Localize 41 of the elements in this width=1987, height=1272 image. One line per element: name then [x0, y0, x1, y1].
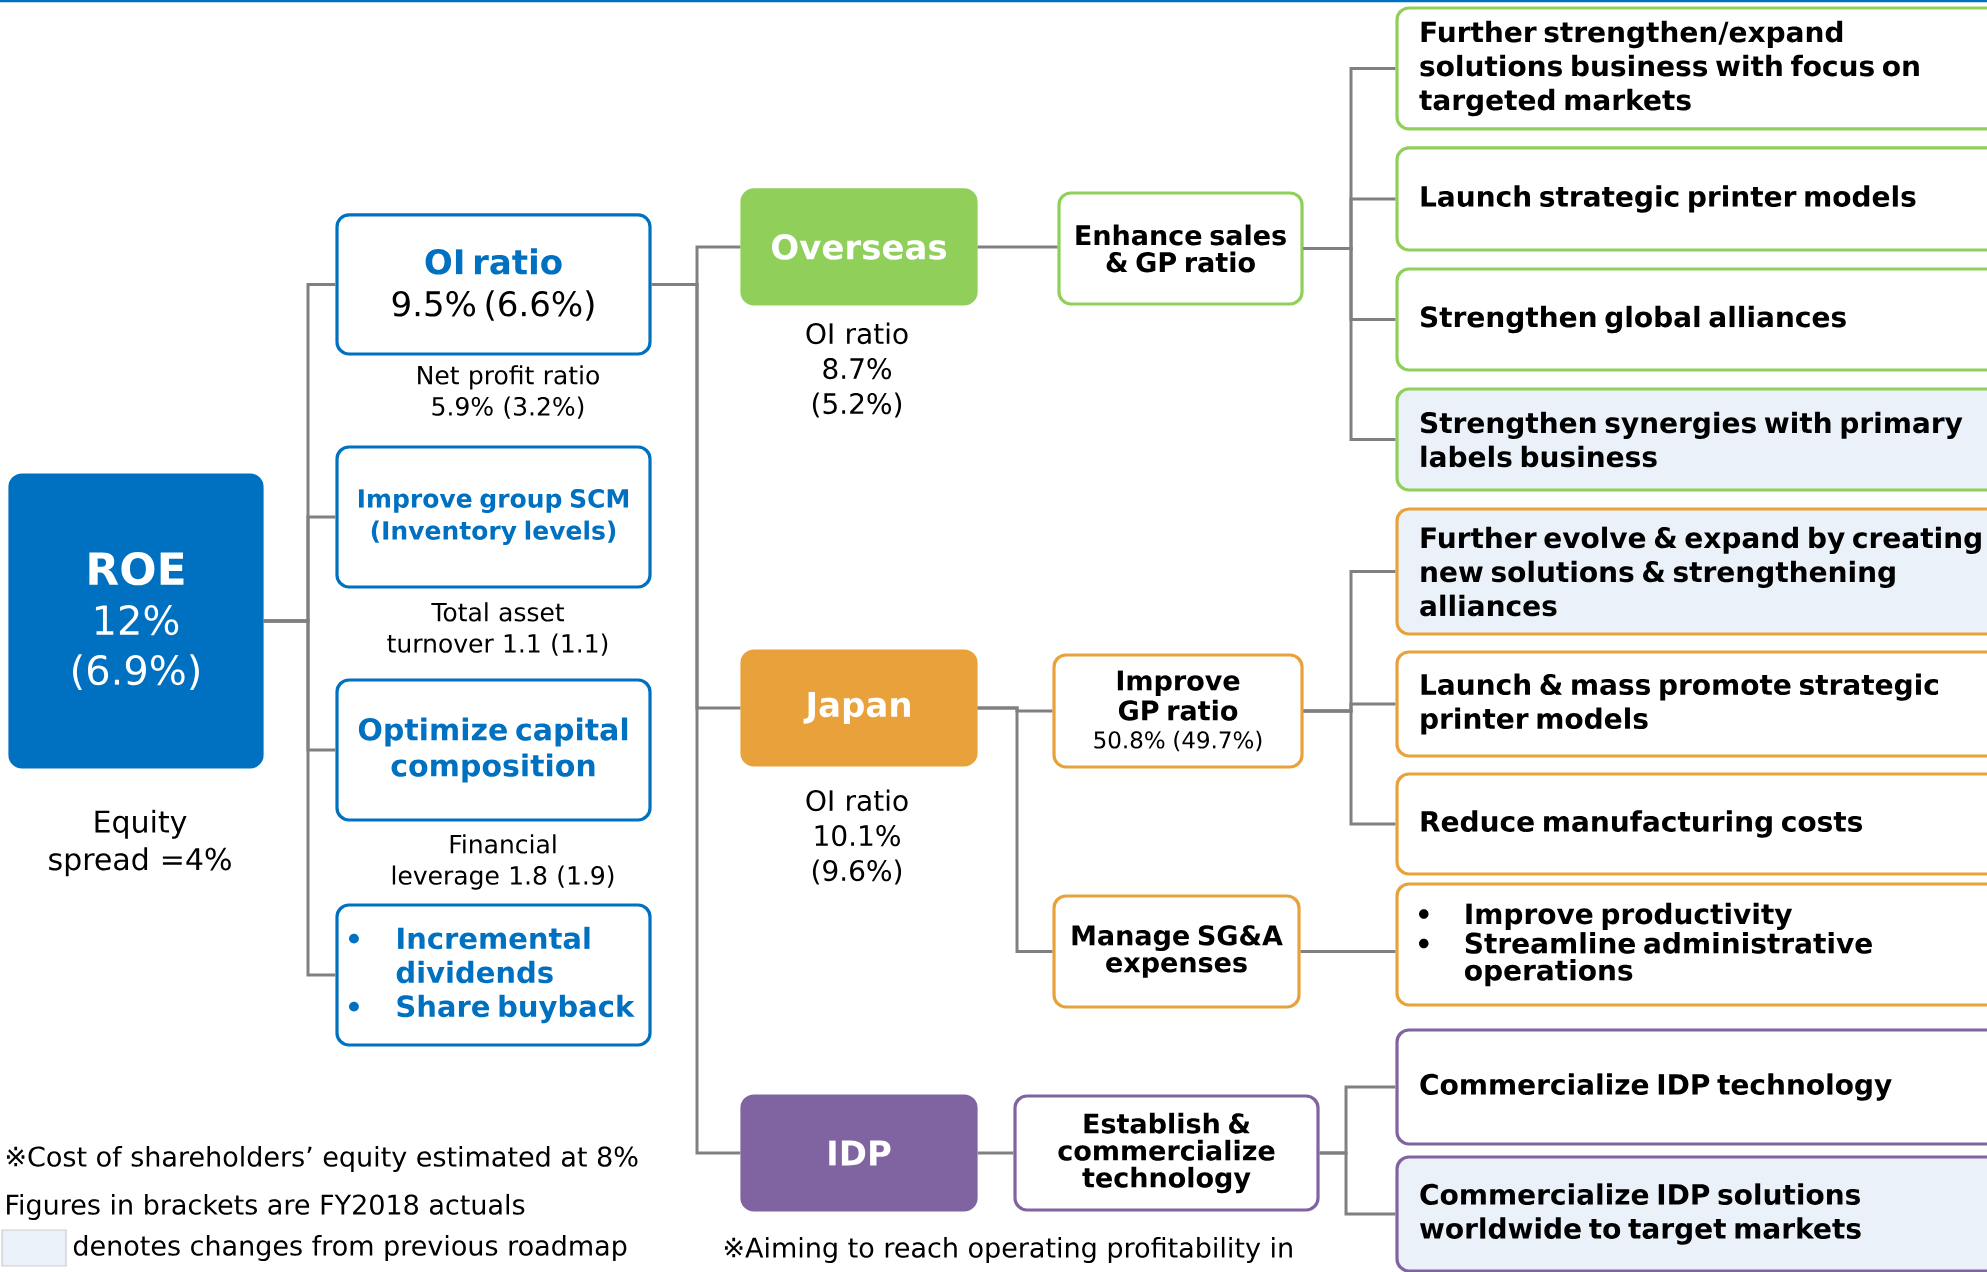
- caption-text: Total asset turnover 1.1 (1.1): [387, 602, 608, 656]
- action-box: Launch strategic printer models: [1395, 146, 1987, 252]
- legend-text: denotes changes from previous roadmap: [73, 1234, 627, 1262]
- strategy-box: Enhance sales & GP ratio: [1057, 191, 1304, 306]
- note-text: ※Cost of shareholders’ equity estimated at 8%: [7, 1145, 638, 1173]
- action-box: Commercialize IDP technology: [1395, 1028, 1987, 1146]
- connector-line: [977, 1151, 1014, 1155]
- strategy-box: Establish & commercialize technology: [1013, 1094, 1320, 1212]
- connector-line: [263, 619, 336, 977]
- action-box: Strengthen synergies with primary labels business: [1395, 387, 1987, 492]
- connector-line: [977, 245, 1058, 249]
- action-box: Reduce manufacturing costs: [1395, 772, 1987, 876]
- strategy-box: Manage SG&A expenses: [1052, 894, 1301, 1009]
- connector-line: [1303, 709, 1396, 826]
- strategy-box: Optimize capital composition: [335, 678, 652, 822]
- action-box: Commercialize IDP solutions worldwide to target markets: [1395, 1155, 1987, 1272]
- caption-text: Net profit ratio 5.9% (3.2%): [418, 365, 599, 419]
- action-box: Improve productivity Streamline administrative operations: [1395, 882, 1987, 1007]
- connector-line: [1319, 1151, 1396, 1216]
- segment-box: Japan: [740, 649, 978, 767]
- caption-text: OI ratio 8.7% (5.2%): [806, 322, 908, 418]
- goal-box: ROE 12% (6.9%): [8, 473, 264, 769]
- segment-box: Overseas: [740, 188, 978, 306]
- strategy-box: Improve group SCM (Inventory levels): [335, 445, 652, 589]
- note-text: Figures in brackets are FY2018 actuals: [7, 1193, 525, 1221]
- segment-box: IDP: [740, 1094, 978, 1212]
- note-text: ※Aiming to reach operating profitability in: [725, 1236, 1292, 1264]
- caption-text: Equity spread =4%: [49, 809, 231, 877]
- action-box: Launch & mass promote strategic printer models: [1395, 650, 1987, 758]
- action-box: Strengthen global alliances: [1395, 267, 1987, 372]
- caption-text: OI ratio 10.1% (9.6%): [806, 789, 908, 885]
- connector-line: [651, 283, 741, 1155]
- strategy-box: Improve GP ratio 50.8% (49.7%): [1052, 653, 1304, 769]
- connector-line: [977, 706, 1053, 953]
- connector-line: [1303, 246, 1396, 441]
- kpi-box: OI ratio 9.5% (6.6%): [335, 213, 652, 356]
- strategy-box: Incremental dividends Share buyback: [335, 903, 652, 1047]
- connector-line: [1300, 950, 1396, 953]
- caption-text: Financial leverage 1.8 (1.9): [392, 834, 614, 890]
- action-box: Further evolve & expand by creating new solutions & strengthening alliances: [1395, 507, 1987, 636]
- action-box: Further strengthen/expand solutions business with focus on targeted markets: [1395, 6, 1987, 131]
